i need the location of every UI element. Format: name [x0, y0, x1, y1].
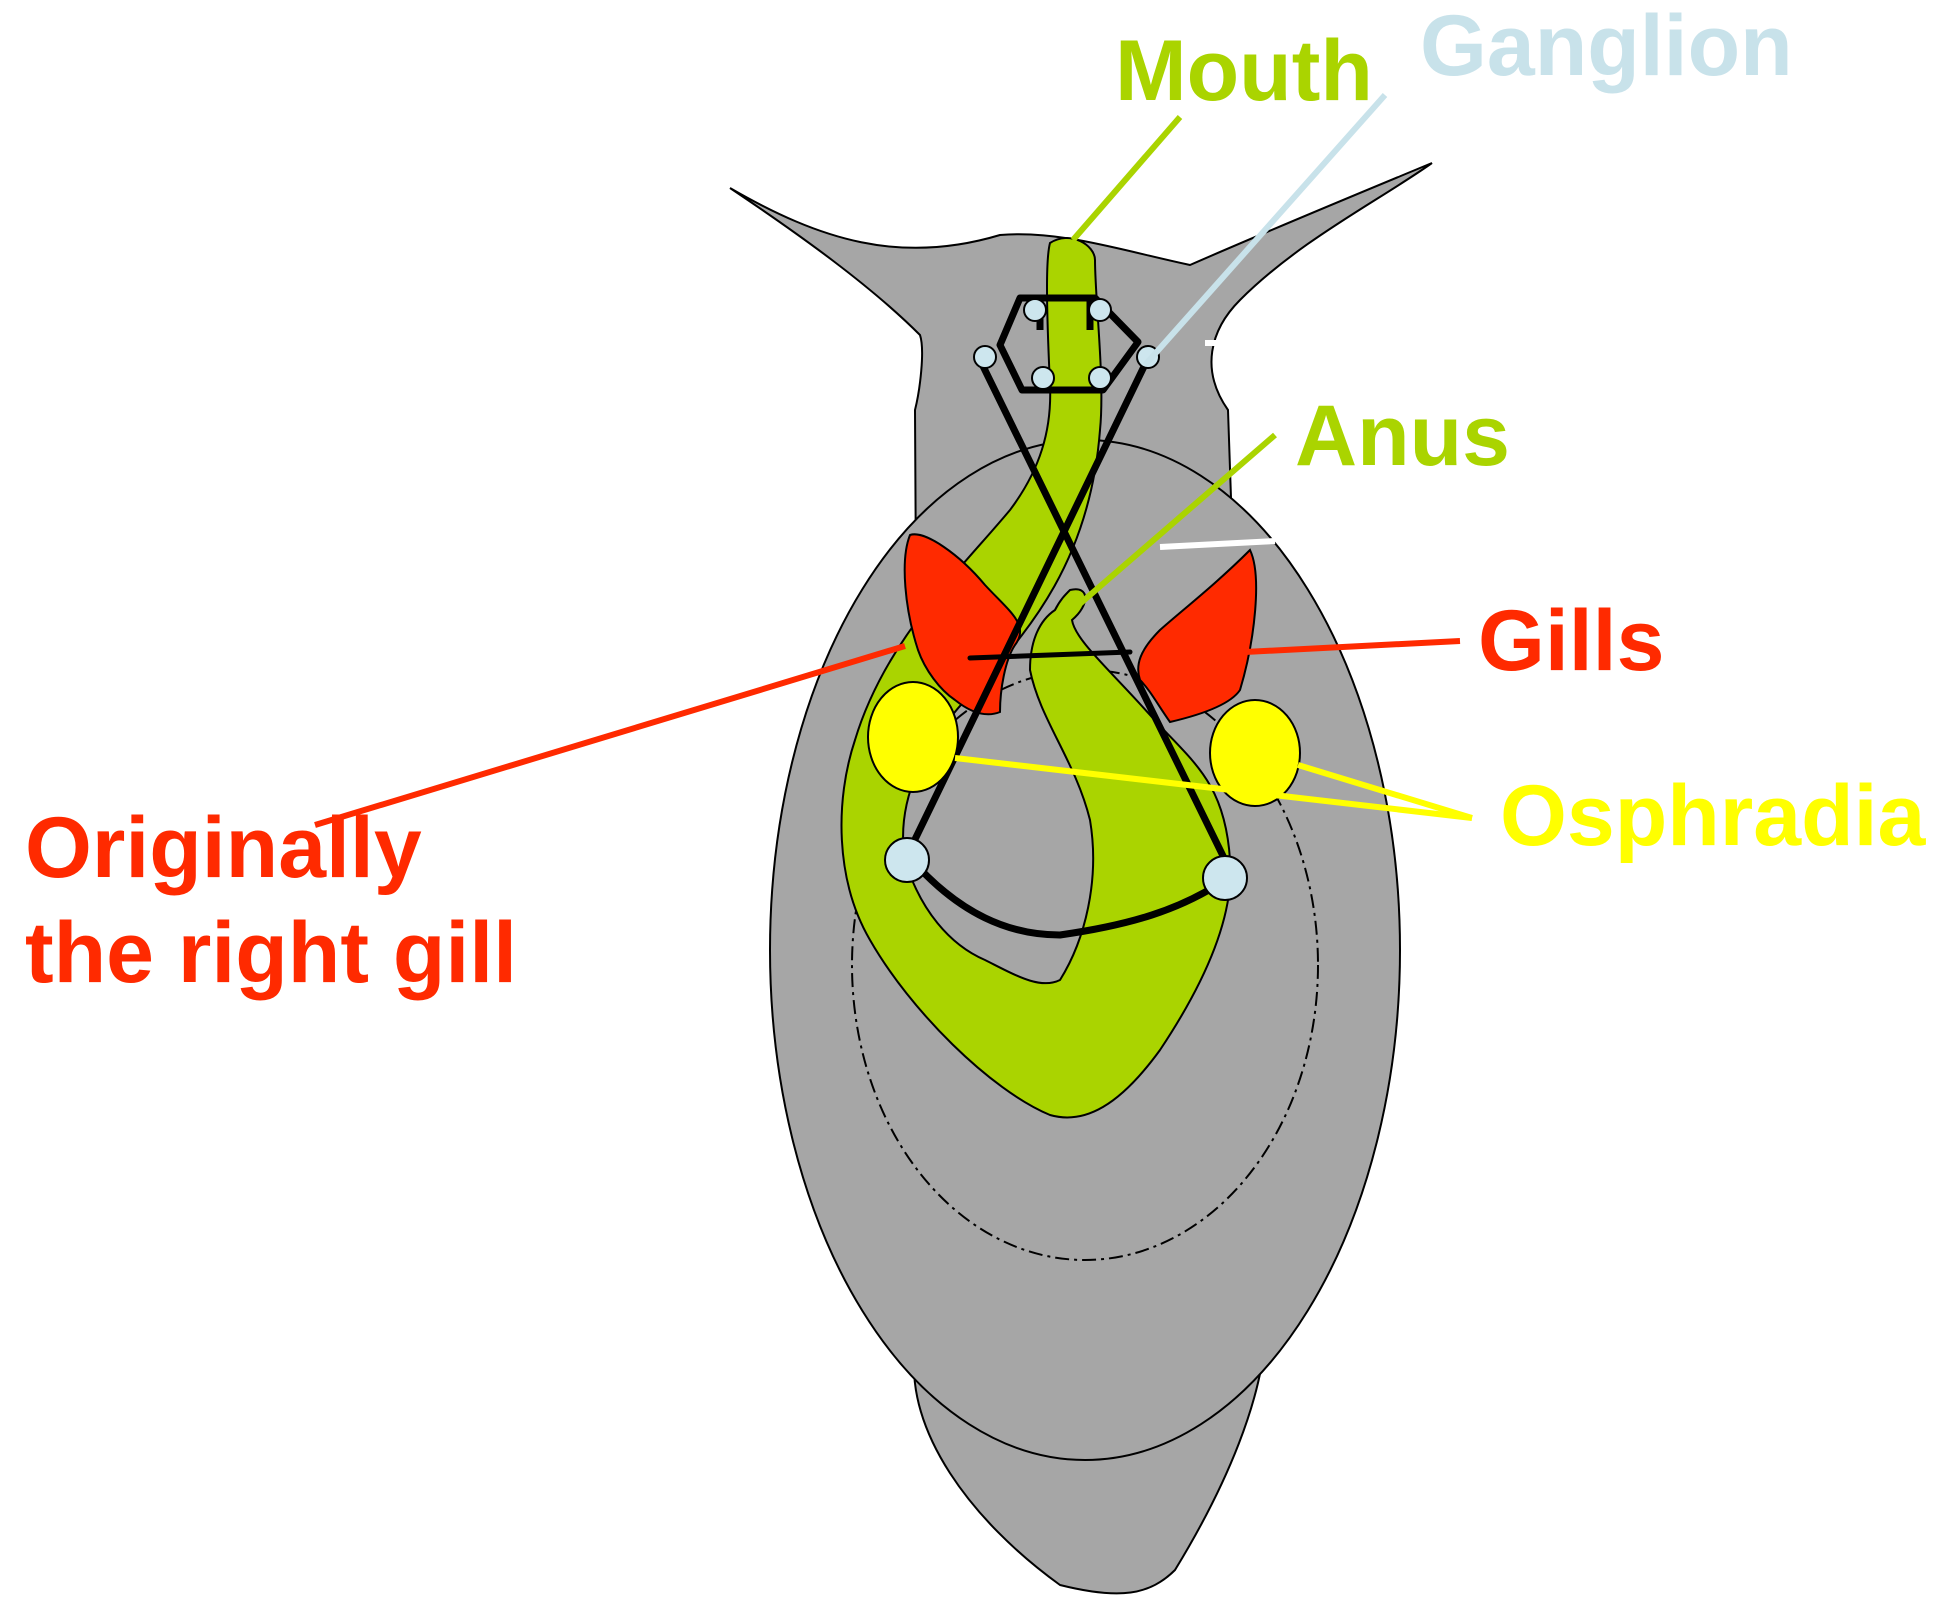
anus-label: Anus: [1295, 388, 1510, 484]
gills-label: Gills: [1478, 593, 1664, 689]
ganglion-dot: [1089, 367, 1111, 389]
left-osphradium: [868, 682, 958, 792]
ganglion-dot: [974, 346, 996, 368]
right-gill-label-line1: Originally: [25, 800, 422, 896]
visceral-ganglion-left: [885, 838, 929, 882]
ganglion-dot: [1024, 299, 1046, 321]
mouth-leader: [1073, 117, 1180, 240]
ganglion-dot: [1089, 299, 1111, 321]
ganglion-leader: [1145, 95, 1385, 365]
ganglion-dot: [1032, 367, 1054, 389]
visceral-ganglion-right: [1203, 856, 1247, 900]
mouth-label: Mouth: [1115, 23, 1373, 119]
osphradia-label: Osphradia: [1500, 768, 1927, 864]
ganglion-label: Ganglion: [1420, 0, 1793, 94]
right-gill-label-line2: the right gill: [25, 905, 517, 1001]
